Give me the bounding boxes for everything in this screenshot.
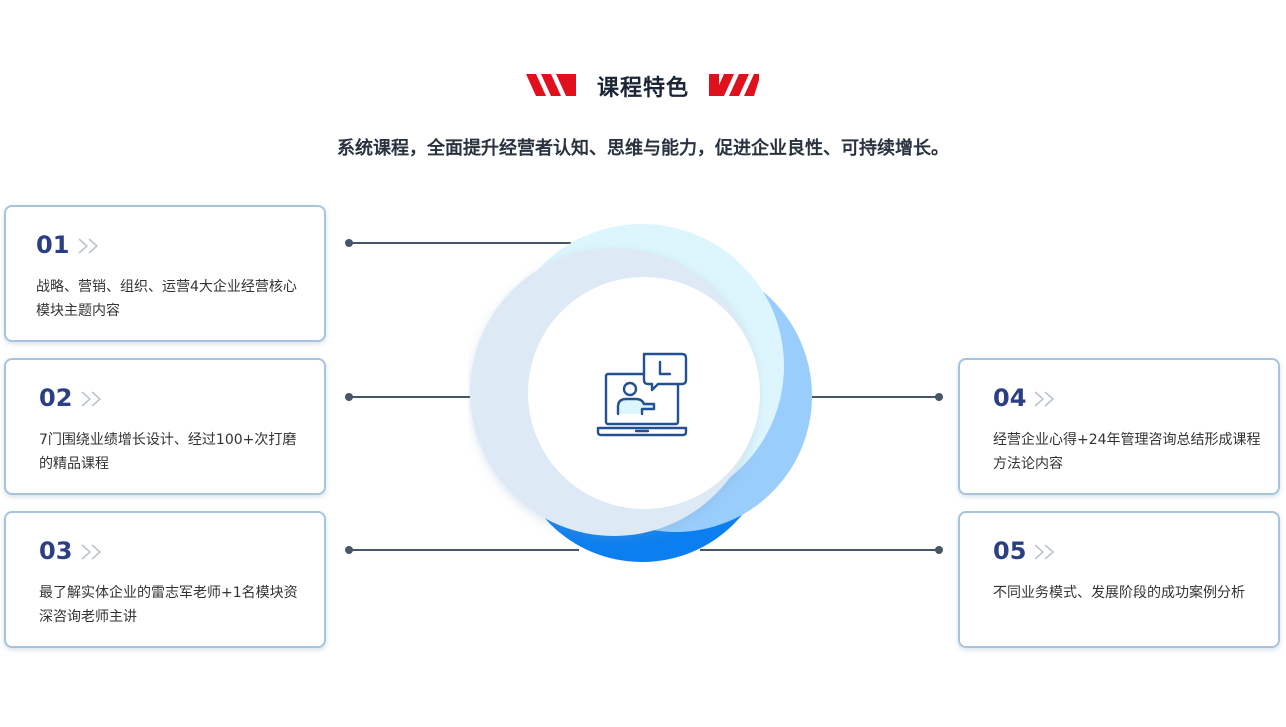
double-chevron-right-icon bbox=[1034, 544, 1055, 560]
feature-description: 战略、营销、组织、运营4大企业经营核心模块主题内容 bbox=[36, 279, 297, 319]
feature-description: 最了解实体企业的雷志军老师+1名模块资深咨询老师主讲 bbox=[39, 585, 298, 625]
feature-card-04: 04 经营企业心得+24年管理咨询总结形成课程方法论内容 bbox=[958, 358, 1280, 495]
feature-number: 02 bbox=[39, 384, 73, 412]
online-teaching-laptop-icon bbox=[596, 352, 688, 437]
page-title: 课程特色 bbox=[596, 76, 689, 101]
connector-dot-02 bbox=[345, 393, 353, 401]
feature-number: 05 bbox=[993, 537, 1027, 565]
page-subtitle: 系统课程，全面提升经营者认知、思维与能力，促进企业良性、可持续增长。 bbox=[337, 138, 949, 159]
red-slash-decoration-left bbox=[526, 74, 576, 96]
feature-number: 01 bbox=[36, 231, 70, 259]
feature-number: 04 bbox=[993, 384, 1027, 412]
feature-card-05: 05 不同业务模式、发展阶段的成功案例分析 bbox=[958, 511, 1280, 648]
circle-white-core bbox=[528, 277, 760, 509]
feature-description: 7门围绕业绩增长设计、经过100+次打磨的精品课程 bbox=[39, 432, 297, 472]
double-chevron-right-icon bbox=[81, 544, 102, 560]
double-chevron-right-icon bbox=[81, 391, 102, 407]
center-circles-graphic bbox=[470, 224, 812, 562]
connector-dot-03 bbox=[345, 546, 353, 554]
section-header: 课程特色 bbox=[0, 64, 1286, 108]
connector-dot-04 bbox=[935, 393, 943, 401]
feature-card-01: 01 战略、营销、组织、运营4大企业经营核心模块主题内容 bbox=[4, 205, 326, 342]
connector-dot-01 bbox=[345, 239, 353, 247]
feature-description: 不同业务模式、发展阶段的成功案例分析 bbox=[993, 585, 1245, 601]
feature-number: 03 bbox=[39, 537, 73, 565]
double-chevron-right-icon bbox=[78, 238, 99, 254]
double-chevron-right-icon bbox=[1034, 391, 1055, 407]
connector-line-05 bbox=[700, 549, 939, 551]
feature-card-03: 03 最了解实体企业的雷志军老师+1名模块资深咨询老师主讲 bbox=[4, 511, 326, 648]
connector-line-01 bbox=[349, 242, 571, 244]
connector-line-04 bbox=[808, 396, 939, 398]
connector-dot-05 bbox=[935, 546, 943, 554]
red-slash-decoration-right bbox=[709, 74, 759, 96]
feature-description: 经营企业心得+24年管理咨询总结形成课程方法论内容 bbox=[993, 432, 1261, 472]
connector-line-03 bbox=[349, 549, 579, 551]
feature-card-02: 02 7门围绕业绩增长设计、经过100+次打磨的精品课程 bbox=[4, 358, 326, 495]
connector-line-02 bbox=[349, 396, 479, 398]
